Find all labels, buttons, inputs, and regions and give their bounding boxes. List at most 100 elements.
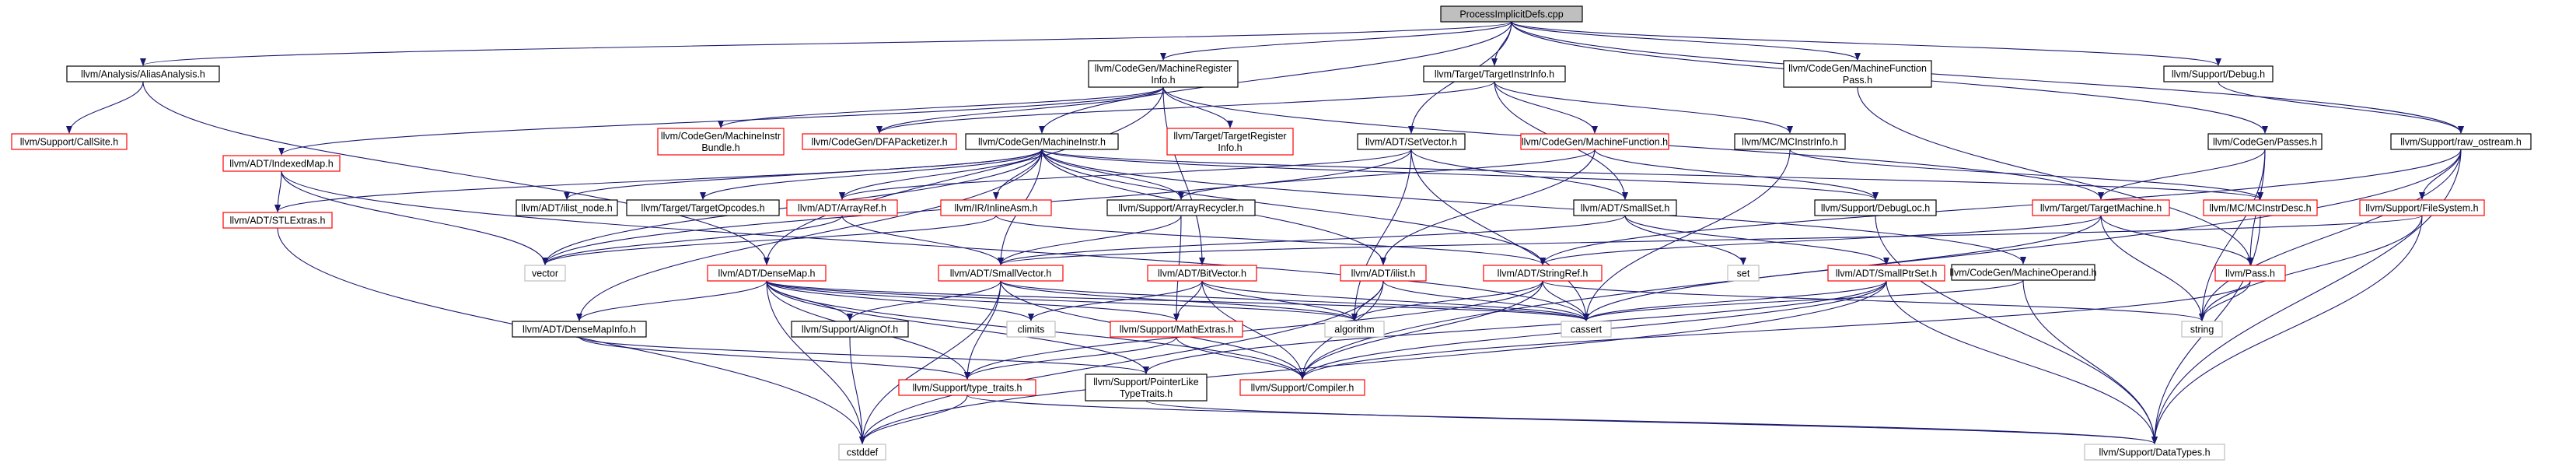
node-mi[interactable]: llvm/CodeGen/MachineInstr.h	[965, 133, 1119, 150]
node-densemap[interactable]: llvm/ADT/DenseMap.h	[707, 265, 827, 282]
node-label-debug: llvm/Support/Debug.h	[2172, 69, 2265, 80]
node-smallset[interactable]: llvm/ADT/SmallSet.h	[1573, 199, 1677, 216]
node-mcinstrinfo[interactable]: llvm/MC/MCInstrInfo.h	[1734, 133, 1846, 150]
node-set: set	[1727, 265, 1760, 282]
node-cassert: cassert	[1561, 321, 1612, 338]
edge-mi-to-debugloc	[1041, 149, 1879, 200]
node-box-passes	[2207, 133, 2323, 150]
node-inlineasm[interactable]: llvm/IR/InlineAsm.h	[940, 199, 1052, 216]
node-targetmachine[interactable]: llvm/Target/TargetMachine.h	[2032, 199, 2170, 216]
edge-smallptrset-to-cassert	[1583, 280, 1887, 321]
node-densemapinfo[interactable]: llvm/ADT/DenseMapInfo.h	[512, 321, 647, 338]
edge-stringref-to-typetraits	[964, 280, 1543, 380]
node-box-alignof	[791, 321, 909, 338]
node-pass[interactable]: llvm/Pass.h	[2214, 265, 2286, 282]
node-mcinstrdesc[interactable]: llvm/MC/MCInstrDesc.h	[2203, 199, 2318, 216]
node-mf[interactable]: llvm/CodeGen/MachineFunction.h	[1520, 133, 1669, 150]
edge-smallvector-to-cstddef	[859, 280, 1001, 444]
node-aa[interactable]: llvm/Analysis/AliasAnalysis.h	[66, 65, 220, 82]
node-label-mri: Info.h	[1151, 75, 1175, 86]
node-callsite[interactable]: llvm/Support/CallSite.h	[11, 133, 128, 150]
edge-rawostream-to-datatypes	[2151, 149, 2462, 444]
node-stlextras[interactable]: llvm/ADT/STLExtras.h	[222, 212, 333, 229]
node-label-mibundle: Bundle.h	[701, 142, 739, 153]
node-mo[interactable]: llvm/CodeGen/MachineOperand.h	[1950, 264, 2097, 281]
node-box-targetmachine	[2032, 199, 2170, 216]
node-label-cassert: cassert	[1571, 324, 1603, 335]
node-stringref[interactable]: llvm/ADT/StringRef.h	[1483, 265, 1603, 282]
node-typetraits[interactable]: llvm/Support/type_traits.h	[898, 379, 1036, 396]
node-box-mathextras	[1110, 321, 1243, 338]
node-box-mf	[1520, 133, 1669, 150]
node-label-setvector: llvm/ADT/SetVector.h	[1365, 137, 1457, 148]
node-box-dfa	[802, 133, 957, 150]
node-box-targetopcodes	[626, 199, 780, 216]
node-label-pass: llvm/Pass.h	[2225, 268, 2275, 279]
node-targetopcodes[interactable]: llvm/Target/TargetOpcodes.h	[626, 199, 780, 216]
node-label-filesystem: llvm/Support/FileSystem.h	[2365, 203, 2478, 214]
node-box-ilistnode	[516, 199, 618, 216]
node-box-mri	[1088, 60, 1239, 88]
edge-smallvector-to-typetraits	[964, 280, 1001, 380]
node-root[interactable]: ProcessImplicitDefs.cpp	[1440, 5, 1583, 23]
node-bitvector[interactable]: llvm/ADT/BitVector.h	[1147, 265, 1257, 282]
node-label-stringref: llvm/ADT/StringRef.h	[1498, 268, 1589, 279]
node-label-dfa: llvm/CodeGen/DFAPacketizer.h	[811, 137, 947, 148]
edge-mf-to-ilist	[1380, 149, 1596, 265]
edge-densemap-to-cstddef	[766, 280, 865, 444]
node-alignof[interactable]: llvm/Support/AlignOf.h	[791, 321, 909, 338]
node-label-smallvector: llvm/ADT/SmallVector.h	[950, 268, 1052, 279]
node-debug[interactable]: llvm/Support/Debug.h	[2163, 65, 2274, 82]
edge-smallvector-to-cassert	[1000, 280, 1589, 321]
node-label-debugloc: llvm/Support/DebugLoc.h	[1821, 203, 1930, 214]
edge-pass-to-compiler	[1299, 280, 2251, 380]
edge-mi-to-arrayref	[839, 149, 1043, 200]
node-label-mf: llvm/CodeGen/MachineFunction.h	[1522, 137, 1668, 148]
edge-root-to-rawostream	[1511, 21, 2464, 134]
node-arrayrecycler[interactable]: llvm/Support/ArrayRecycler.h	[1106, 199, 1256, 216]
edge-mi-to-stringref	[1041, 149, 1546, 265]
node-indexedmap[interactable]: llvm/ADT/IndexedMap.h	[222, 155, 341, 172]
node-label-rawostream: llvm/Support/raw_ostream.h	[2400, 137, 2522, 148]
edge-stringref-to-string	[1542, 280, 2205, 321]
node-rawostream[interactable]: llvm/Support/raw_ostream.h	[2390, 133, 2532, 150]
edge-arrayrecycler-to-smallvector	[998, 215, 1182, 265]
node-box-datatypes	[2084, 444, 2225, 461]
edge-smallptrset-to-datatypes	[1886, 280, 2158, 444]
edge-rawostream-to-compiler	[1299, 149, 2462, 380]
node-label-smallptrset: llvm/ADT/SmallPtrSet.h	[1836, 268, 1938, 279]
edge-indexedmap-to-vector	[281, 170, 548, 265]
node-string: string	[2181, 321, 2223, 338]
node-mathextras[interactable]: llvm/Support/MathExtras.h	[1110, 321, 1243, 338]
node-ilistnode[interactable]: llvm/ADT/ilist_node.h	[516, 199, 618, 216]
node-dfa[interactable]: llvm/CodeGen/DFAPacketizer.h	[802, 133, 957, 150]
node-compiler[interactable]: llvm/Support/Compiler.h	[1239, 379, 1365, 396]
edge-smallset-to-smallptrset	[1624, 215, 1889, 265]
node-box-mfp	[1783, 60, 1932, 88]
node-box-climits	[1006, 321, 1056, 338]
node-passes[interactable]: llvm/CodeGen/Passes.h	[2207, 133, 2323, 150]
node-box-cassert	[1561, 321, 1612, 338]
edge-filesystem-to-smallvector	[998, 215, 2423, 265]
node-label-pltt: llvm/Support/PointerLike	[1093, 377, 1199, 388]
node-box-pltt	[1085, 374, 1208, 402]
edge-mathextras-to-compiler	[1176, 336, 1305, 380]
node-box-typetraits	[898, 379, 1036, 396]
node-label-mcinstrinfo: llvm/MC/MCInstrInfo.h	[1742, 137, 1838, 148]
node-ilist[interactable]: llvm/ADT/ilist.h	[1340, 265, 1427, 282]
node-tii[interactable]: llvm/Target/TargetInstrInfo.h	[1423, 65, 1566, 82]
node-filesystem[interactable]: llvm/Support/FileSystem.h	[2359, 199, 2485, 216]
node-label-compiler: llvm/Support/Compiler.h	[1251, 383, 1354, 394]
node-debugloc[interactable]: llvm/Support/DebugLoc.h	[1814, 199, 1937, 216]
node-setvector[interactable]: llvm/ADT/SetVector.h	[1357, 133, 1466, 150]
node-smallvector[interactable]: llvm/ADT/SmallVector.h	[938, 265, 1064, 282]
edge-mo-to-cassert	[1583, 279, 2024, 321]
node-arrayref[interactable]: llvm/ADT/ArrayRef.h	[786, 199, 898, 216]
node-label-pltt: TypeTraits.h	[1120, 388, 1173, 399]
node-smallptrset[interactable]: llvm/ADT/SmallPtrSet.h	[1827, 265, 1945, 282]
